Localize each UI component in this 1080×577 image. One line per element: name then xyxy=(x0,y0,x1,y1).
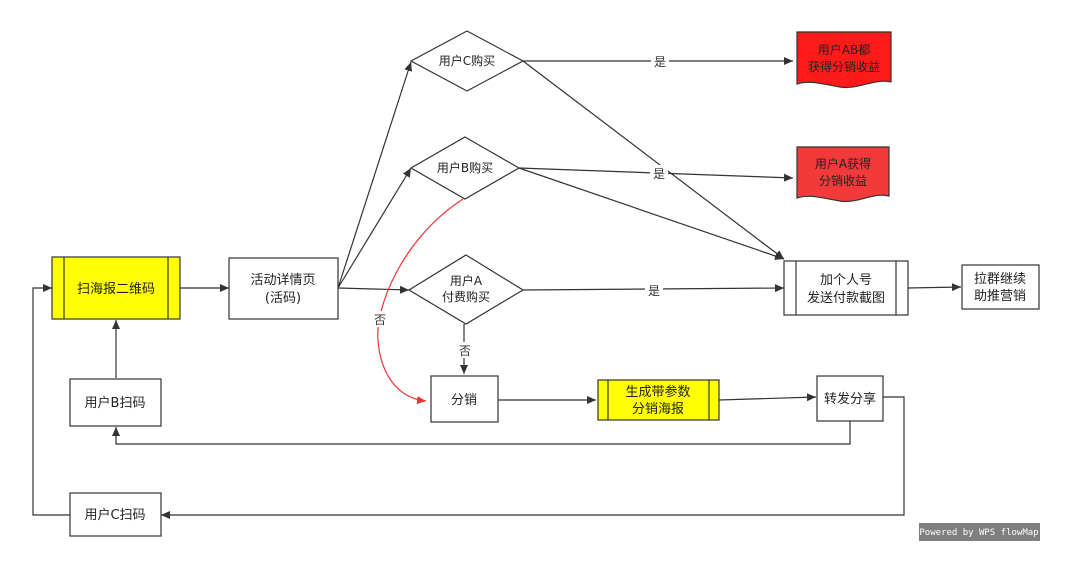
node-user-a-buy-label-2: 付费购买 xyxy=(442,289,490,304)
edge-label-yes-b: 是 xyxy=(653,167,665,181)
node-add-wechat-label-1: 加个人号 xyxy=(820,273,872,288)
node-user-c-scan-label: 用户C扫码 xyxy=(84,507,145,523)
node-user-b-scan[interactable]: 用户B扫码 xyxy=(69,378,162,427)
edge-add-wechat-to-group xyxy=(907,283,962,292)
node-activity-page-label-2: (活码) xyxy=(265,291,301,306)
node-gen-poster[interactable]: 生成带参数 分销海报 xyxy=(597,379,720,421)
node-user-a-buy[interactable]: 用户A 付费购买 xyxy=(407,254,525,325)
watermark-text: Powered by WPS flowMap xyxy=(919,528,1038,538)
node-gen-poster-label-1: 生成带参数 xyxy=(625,384,690,400)
node-activity-page[interactable]: 活动详情页 (活码) xyxy=(228,257,339,320)
node-group[interactable]: 拉群继续 助推营销 xyxy=(961,264,1040,310)
node-gen-poster-label-2: 分销海报 xyxy=(632,402,684,417)
node-user-c-buy[interactable]: 用户C购买 xyxy=(409,30,525,92)
node-distribute-label: 分销 xyxy=(451,393,477,408)
edge-label-yes-c: 是 xyxy=(654,55,666,69)
edge-label-no-a: 否 xyxy=(459,344,471,358)
edge-share-to-c-scan xyxy=(161,396,905,519)
node-activity-page-label-1: 活动详情页 xyxy=(250,273,315,288)
edge-activity-to-a-buy xyxy=(337,285,410,294)
node-distribute[interactable]: 分销 xyxy=(430,375,499,423)
node-user-b-scan-label: 用户B扫码 xyxy=(85,395,146,411)
node-group-label-1: 拉群继续 xyxy=(974,272,1026,287)
edge-labels: 是 是 是 否 否 xyxy=(371,53,669,358)
edge-b-buy-to-add-wechat xyxy=(518,167,785,260)
node-share[interactable]: 转发分享 xyxy=(816,375,884,422)
node-user-b-buy[interactable]: 用户B购买 xyxy=(409,136,521,200)
node-scan-poster-label: 扫海报二维码 xyxy=(77,282,155,297)
watermark: Powered by WPS flowMap xyxy=(919,523,1040,541)
node-ab-earn-label-2: 获得分销收益 xyxy=(808,59,880,74)
node-add-wechat[interactable]: 加个人号 发送付款截图 xyxy=(783,260,909,316)
edge-gen-poster-to-share xyxy=(718,393,817,402)
node-a-earn-label-2: 分销收益 xyxy=(819,174,867,188)
edge-share-to-b-scan xyxy=(112,421,851,445)
edge-b-buy-to-distribute xyxy=(377,198,464,405)
edge-activity-to-c-buy xyxy=(337,61,413,289)
node-group-label-2: 助推营销 xyxy=(974,289,1026,304)
node-a-earn[interactable]: 用户A获得 分销收益 xyxy=(796,146,890,203)
node-user-c-scan[interactable]: 用户C扫码 xyxy=(69,492,162,537)
node-share-label: 转发分享 xyxy=(824,391,876,407)
edge-activity-to-b-buy xyxy=(337,167,412,289)
edge-c-buy-to-add-wechat xyxy=(522,60,785,260)
node-user-b-buy-label: 用户B购买 xyxy=(437,160,493,175)
node-add-wechat-label-2: 发送付款截图 xyxy=(807,290,885,306)
node-a-earn-label-1: 用户A获得 xyxy=(815,156,871,171)
edge-label-yes-a: 是 xyxy=(648,284,660,298)
node-user-a-buy-label-1: 用户A xyxy=(450,273,483,288)
edge-label-no-b: 否 xyxy=(374,313,386,327)
node-user-c-buy-label: 用户C购买 xyxy=(439,53,495,68)
edge-c-scan-to-scan-poster xyxy=(32,284,70,516)
node-ab-earn-label-1: 用户AB都 xyxy=(818,42,870,57)
node-scan-poster[interactable]: 扫海报二维码 xyxy=(51,256,181,320)
node-ab-earn[interactable]: 用户AB都 获得分销收益 xyxy=(796,31,892,89)
